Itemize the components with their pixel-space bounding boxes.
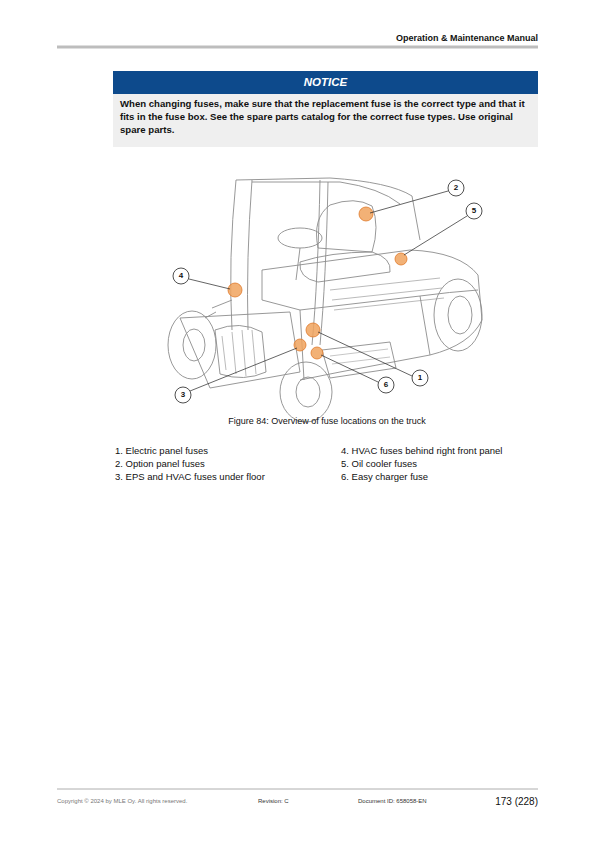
legend-item: 2. Option panel fuses (115, 458, 205, 469)
fuse-location-marks (228, 207, 407, 359)
running-header: Operation & Maintenance Manual (396, 33, 538, 44)
callout-number: 4 (179, 271, 183, 281)
legend-item: 3. EPS and HVAC fuses under floor (115, 471, 265, 482)
callout-number: 5 (472, 206, 476, 216)
legend-item: 1. Electric panel fuses (115, 445, 208, 456)
page-number: 173 (228) (495, 796, 538, 808)
footer-rule (57, 789, 538, 790)
notice-body: When changing fuses, make sure that the … (113, 94, 538, 147)
legend-item: 6. Easy charger fuse (341, 471, 428, 482)
forklift-illustration (168, 178, 482, 422)
callout-number: 6 (384, 380, 388, 390)
legend-item: 5. Oil cooler fuses (341, 458, 417, 469)
callout-number: 3 (181, 390, 185, 400)
revision: Revision: C (258, 798, 289, 805)
notice-box: NOTICEWhen changing fuses, make sure tha… (113, 71, 538, 147)
document-id: Document ID: 658058-EN (358, 798, 427, 805)
leader-lines (189, 191, 467, 391)
figure-caption: Figure 84: Overview of fuse locations on… (228, 416, 426, 427)
callout-number: 2 (454, 183, 458, 193)
header-rule (57, 46, 538, 49)
callout-number: 1 (418, 373, 422, 383)
legend-item: 4. HVAC fuses behind right front panel (341, 445, 502, 456)
notice-heading: NOTICE (113, 71, 538, 94)
callout-circles (173, 180, 482, 403)
copyright-notice: Copyright © 2024 by MLE Oy. All rights r… (57, 798, 187, 805)
